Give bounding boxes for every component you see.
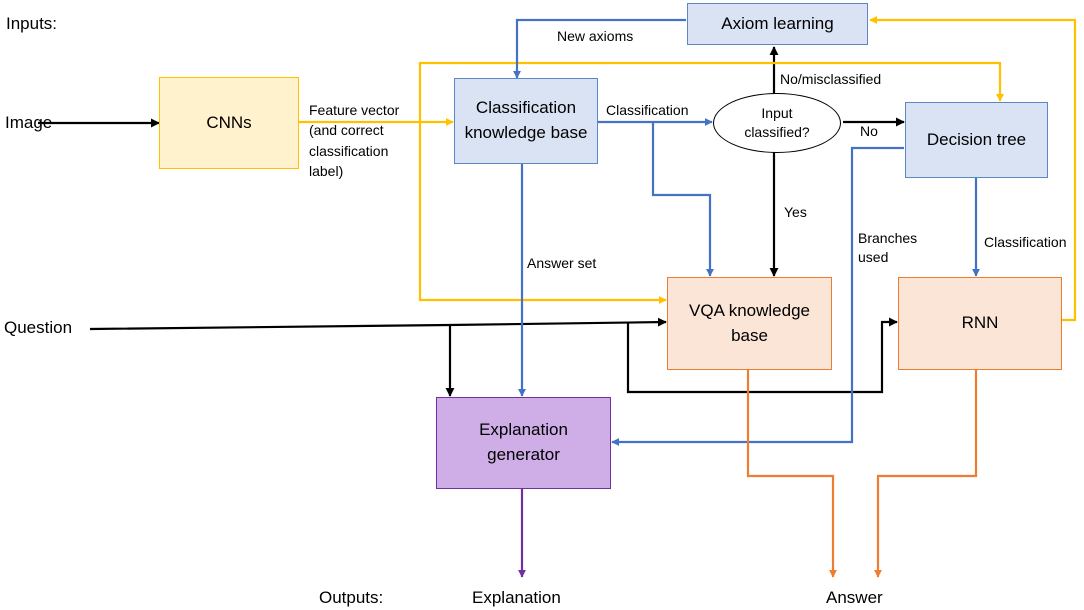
classification-kb-label: Classification knowledge base [464, 98, 588, 142]
edge-yellow-top-to-decision-tree [418, 61, 1004, 122]
input-classified-label: Input classified? [744, 105, 810, 140]
edge-classification-kb-to-vqa-kb [651, 122, 714, 277]
no-label: No [860, 123, 878, 139]
image-input-label: Image [5, 113, 53, 132]
input-classified-node: Input classified? [713, 93, 841, 153]
answer-output-label: Answer [826, 588, 883, 607]
inputs-heading: Inputs: [6, 14, 58, 33]
cnns-node: CNNs [159, 77, 299, 169]
edge-question-to-rnn [626, 317, 898, 394]
edge-vqa-kb-to-answer [746, 370, 837, 578]
answer-set-label: Answer set [527, 255, 597, 271]
decision-tree-label: Decision tree [926, 129, 1027, 149]
axiom-learning-label: Axiom learning [721, 13, 834, 33]
explanation-generator-node: Explanation generator [436, 397, 611, 489]
axiom-learning-node: Axiom learning [687, 3, 868, 45]
explanation-generator-label: Explanation generator [479, 420, 568, 464]
edge-decision-tree-to-explanation-generator [611, 146, 904, 446]
edge-cnns-to-vqa-kb [418, 122, 667, 304]
outputs-heading: Outputs: [319, 588, 384, 607]
cnns-label: CNNs [206, 112, 252, 132]
edge-rnn-to-axiom-learning [869, 16, 1077, 322]
yes-label: Yes [784, 204, 807, 220]
vqa-kb-node: VQA knowledge base [667, 277, 832, 370]
rnn-label: RNN [961, 313, 999, 333]
classification-edge-label: Classification [606, 102, 689, 118]
explanation-output-label: Explanation [472, 588, 561, 607]
vqa-kb-label: VQA knowledge base [689, 300, 810, 345]
edge-question-to-vqa-kb [89, 317, 667, 331]
question-input-label: Question [4, 318, 73, 337]
rnn-node: RNN [898, 277, 1062, 370]
classification-rnn-label: Classification [984, 234, 1067, 250]
branches-used-label: Branches used [858, 230, 918, 265]
decision-tree-node: Decision tree [905, 102, 1048, 178]
classification-kb-node: Classification knowledge base [454, 78, 598, 164]
new-axioms-label: New axioms [557, 28, 634, 44]
edge-rnn-to-answer [874, 370, 978, 578]
feature-vector-label: Feature vector (and correct classificati… [309, 102, 400, 179]
no-misclassified-label: No/misclassified [780, 71, 882, 87]
edge-axiom-learning-to-classification-kb [513, 18, 686, 79]
